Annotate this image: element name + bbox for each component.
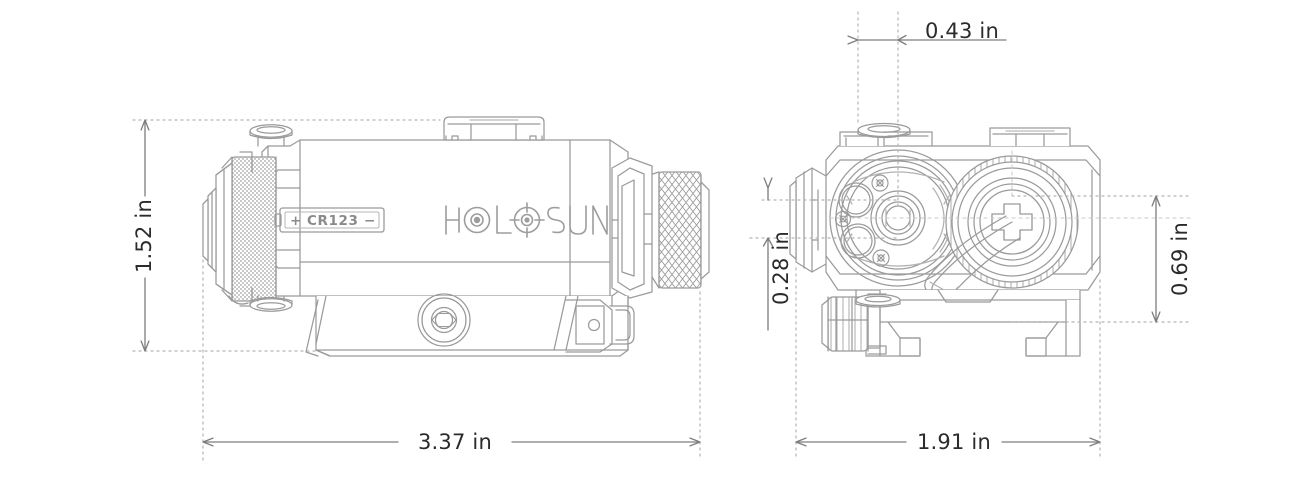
front-view-geometry xyxy=(789,122,1101,358)
battery-minus-label: − xyxy=(364,213,376,229)
battery-label xyxy=(274,207,385,233)
dimension-front-width: 1.91 in xyxy=(795,430,1101,454)
dimension-side-height: 1.52 in xyxy=(132,119,156,352)
dimension-front-left-offset-label: 0.28 in xyxy=(769,231,793,305)
side-view-geometry xyxy=(202,116,710,357)
dimension-side-length: 3.37 in xyxy=(202,430,701,454)
center-lines xyxy=(829,145,1191,219)
extension-lines xyxy=(132,11,1191,461)
dimension-front-right-height-label: 0.69 in xyxy=(1168,222,1192,296)
holosun-logo xyxy=(445,202,608,238)
dimension-layer: 1.52 in 3.37 in 0.43 in 0.28 in 0.69 in xyxy=(132,11,1192,461)
dimension-front-top-offset-label: 0.43 in xyxy=(925,19,999,43)
dimension-side-length-label: 3.37 in xyxy=(418,430,492,454)
battery-type-label: CR123 xyxy=(307,213,358,229)
dimension-front-right-height: 0.69 in xyxy=(1156,195,1192,323)
battery-plus-label: + xyxy=(290,213,302,229)
dimension-front-top-offset: 0.43 in xyxy=(858,19,1007,46)
dimension-front-width-label: 1.91 in xyxy=(917,430,991,454)
dimension-side-height-label: 1.52 in xyxy=(132,199,156,273)
dimension-front-left-offset: 0.28 in xyxy=(762,188,793,331)
